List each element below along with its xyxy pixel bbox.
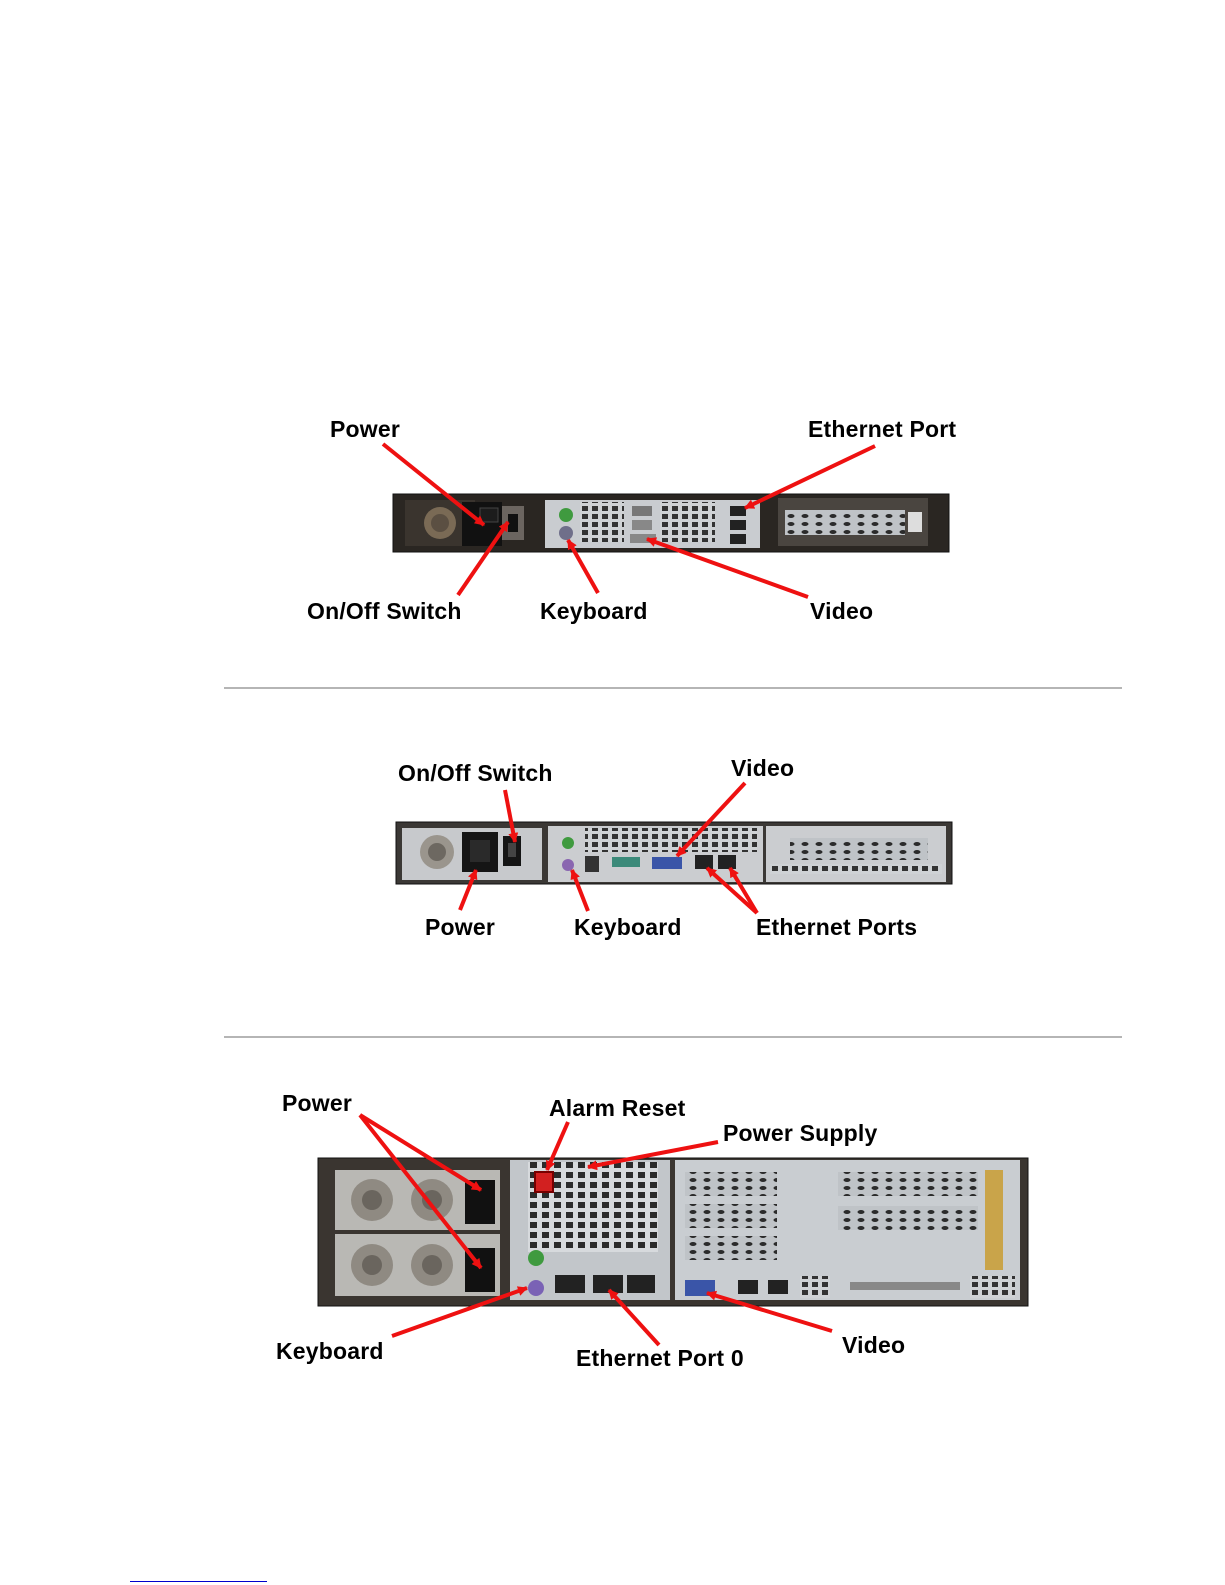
- footnote-rule: [130, 1581, 267, 1582]
- label-on-off-switch-2: On/Off Switch: [398, 762, 553, 785]
- label-keyboard-2: Keyboard: [574, 916, 682, 939]
- label-video-3: Video: [842, 1334, 905, 1357]
- label-video-1: Video: [810, 600, 873, 623]
- separator-2: [224, 1036, 1122, 1038]
- label-ethernet-port-1: Ethernet Port: [808, 418, 956, 441]
- label-ethernet-port-0: Ethernet Port 0: [576, 1347, 744, 1370]
- server-2u-rear-panel: [318, 1158, 1028, 1306]
- label-alarm-reset: Alarm Reset: [549, 1097, 685, 1120]
- separator-1: [224, 687, 1122, 689]
- label-power-supply: Power Supply: [723, 1122, 877, 1145]
- server-1u-rear-panel: [393, 494, 949, 552]
- label-keyboard-1: Keyboard: [540, 600, 648, 623]
- label-on-off-switch-1: On/Off Switch: [307, 600, 462, 623]
- label-keyboard-3: Keyboard: [276, 1340, 384, 1363]
- label-power-1: Power: [330, 418, 400, 441]
- label-power-3: Power: [282, 1092, 352, 1115]
- label-video-2: Video: [731, 757, 794, 780]
- server-1u-b-rear-panel: [396, 822, 952, 884]
- label-power-2: Power: [425, 916, 495, 939]
- label-ethernet-ports-2: Ethernet Ports: [756, 916, 917, 939]
